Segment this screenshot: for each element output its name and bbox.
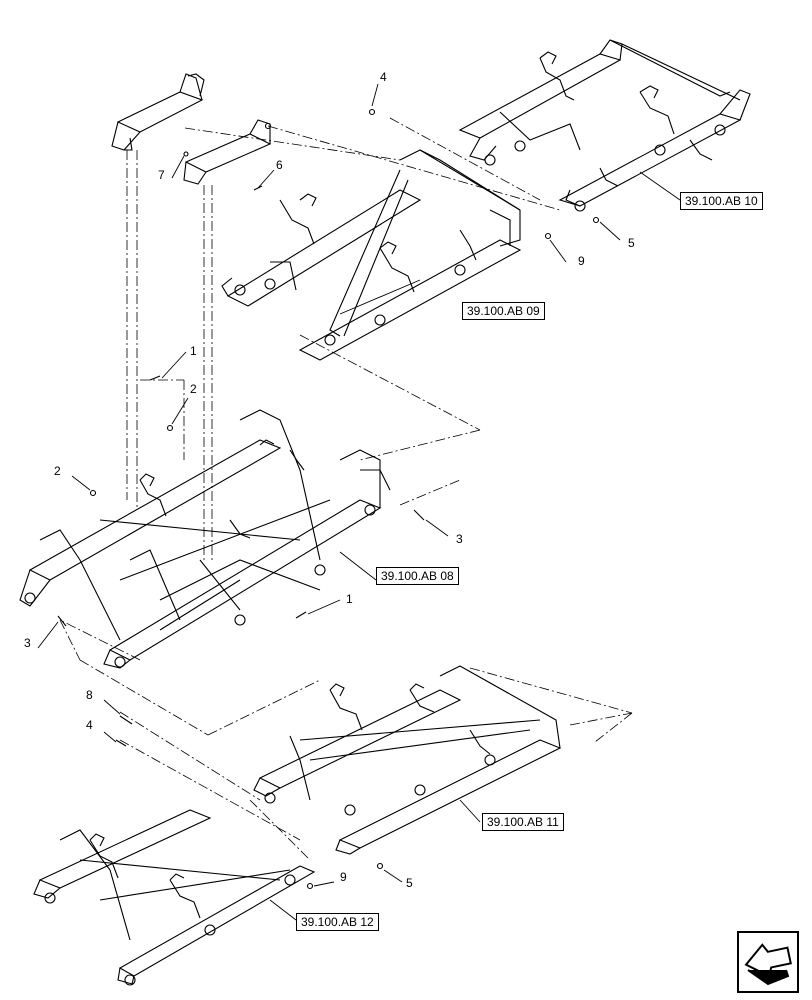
wing-section-ab11 [253,665,562,855]
hardware-parts [57,108,600,890]
callout-1-lower: 1 [346,592,353,606]
nut-part-2-left [89,489,97,497]
reference-ab08[interactable]: 39.100.AB 08 [376,567,459,585]
callout-leaders [37,83,681,921]
next-page-arrow-icon[interactable] [736,930,800,994]
callout-4-top: 4 [380,70,387,84]
pin-part-3-left [57,615,67,627]
bolt-part-1-lower [295,611,307,619]
pin-part-3-right [413,509,425,521]
callout-7: 7 [158,168,165,182]
callout-9-bottom: 9 [340,870,347,884]
callout-6: 6 [276,158,283,172]
center-frame-ab08 [19,409,391,669]
nut-part-5-bottom [376,862,384,870]
pin-part-7 [183,151,189,157]
callout-2-left: 2 [54,464,61,478]
callout-2-upper: 2 [190,382,197,396]
washer-part-9-top [544,232,552,240]
pin-part-8 [119,715,133,725]
callout-5-bottom: 5 [406,876,413,890]
bolt-part-4-top [368,108,376,116]
callout-5-top: 5 [628,236,635,250]
reference-ab09[interactable]: 39.100.AB 09 [462,302,545,320]
callout-4-bottom: 4 [86,718,93,732]
wing-section-ab09 [221,149,522,361]
assembly-leader-lines [59,117,633,861]
callout-1-upper: 1 [190,344,197,358]
washer-part-9-bottom [306,882,314,890]
nut-part-5-top [592,216,600,224]
callout-3-left: 3 [24,636,31,650]
bolt-part-4-bottom [115,739,127,747]
reference-ab10[interactable]: 39.100.AB 10 [680,192,763,210]
reference-ab12[interactable]: 39.100.AB 12 [296,913,379,931]
wing-section-ab10 [458,39,751,212]
nut-part-2-upper [166,424,174,432]
bolt-part-1-upper [149,375,161,381]
reference-ab11[interactable]: 39.100.AB 11 [482,813,564,831]
callout-8: 8 [86,688,93,702]
callout-3-right: 3 [456,532,463,546]
hitch-bracket-assembly [111,73,272,185]
wing-section-ab12 [33,809,316,986]
callout-9-top: 9 [578,254,585,268]
